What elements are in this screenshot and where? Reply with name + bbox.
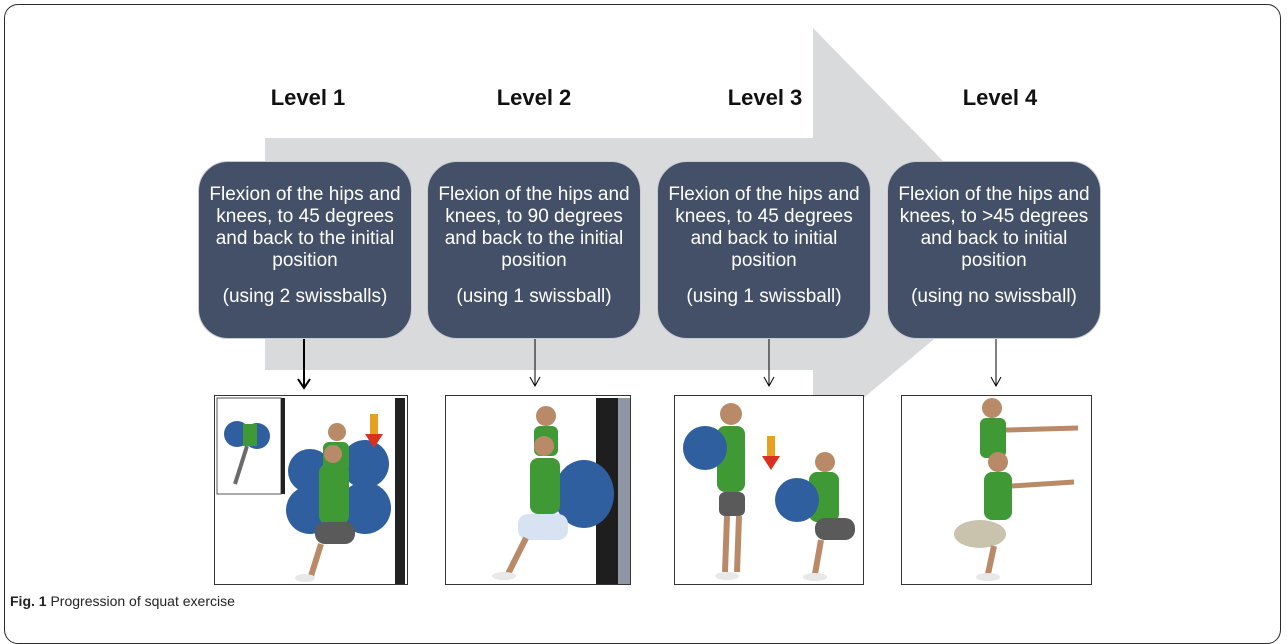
level-1-box: Flexion of the hips and knees, to 45 deg… xyxy=(198,161,412,339)
level-2-note: (using 1 swissball) xyxy=(456,286,612,307)
level-2-title: Level 2 xyxy=(496,85,572,110)
level-3-box: Flexion of the hips and knees, to 45 deg… xyxy=(657,161,871,339)
level-3-description: Flexion of the hips and knees, to 45 deg… xyxy=(668,184,860,271)
level-3-illustration xyxy=(674,395,864,585)
level-4-description: Flexion of the hips and knees, to >45 de… xyxy=(898,184,1090,271)
level-1-description: Flexion of the hips and knees, to 45 deg… xyxy=(209,184,401,271)
level-2-box: Flexion of the hips and knees, to 90 deg… xyxy=(427,161,641,339)
level-3-title: Level 3 xyxy=(727,85,803,110)
figure-label: Fig. 1 xyxy=(10,593,47,609)
level-4-title: Level 4 xyxy=(962,85,1038,110)
level-1-title: Level 1 xyxy=(270,85,346,110)
level-1-note: (using 2 swissballs) xyxy=(222,286,388,307)
level-4-illustration xyxy=(901,395,1092,585)
figure-caption: Fig. 1 Progression of squat exercise xyxy=(10,593,235,609)
level-4-note: (using no swissball) xyxy=(911,286,1077,307)
level-2-description: Flexion of the hips and knees, to 90 deg… xyxy=(438,184,630,271)
figure-caption-text: Progression of squat exercise xyxy=(50,593,235,609)
level-1-illustration xyxy=(214,395,408,585)
level-3-note: (using 1 swissball) xyxy=(686,286,842,307)
level-4-box: Flexion of the hips and knees, to >45 de… xyxy=(887,161,1101,339)
level-2-illustration xyxy=(445,395,631,585)
